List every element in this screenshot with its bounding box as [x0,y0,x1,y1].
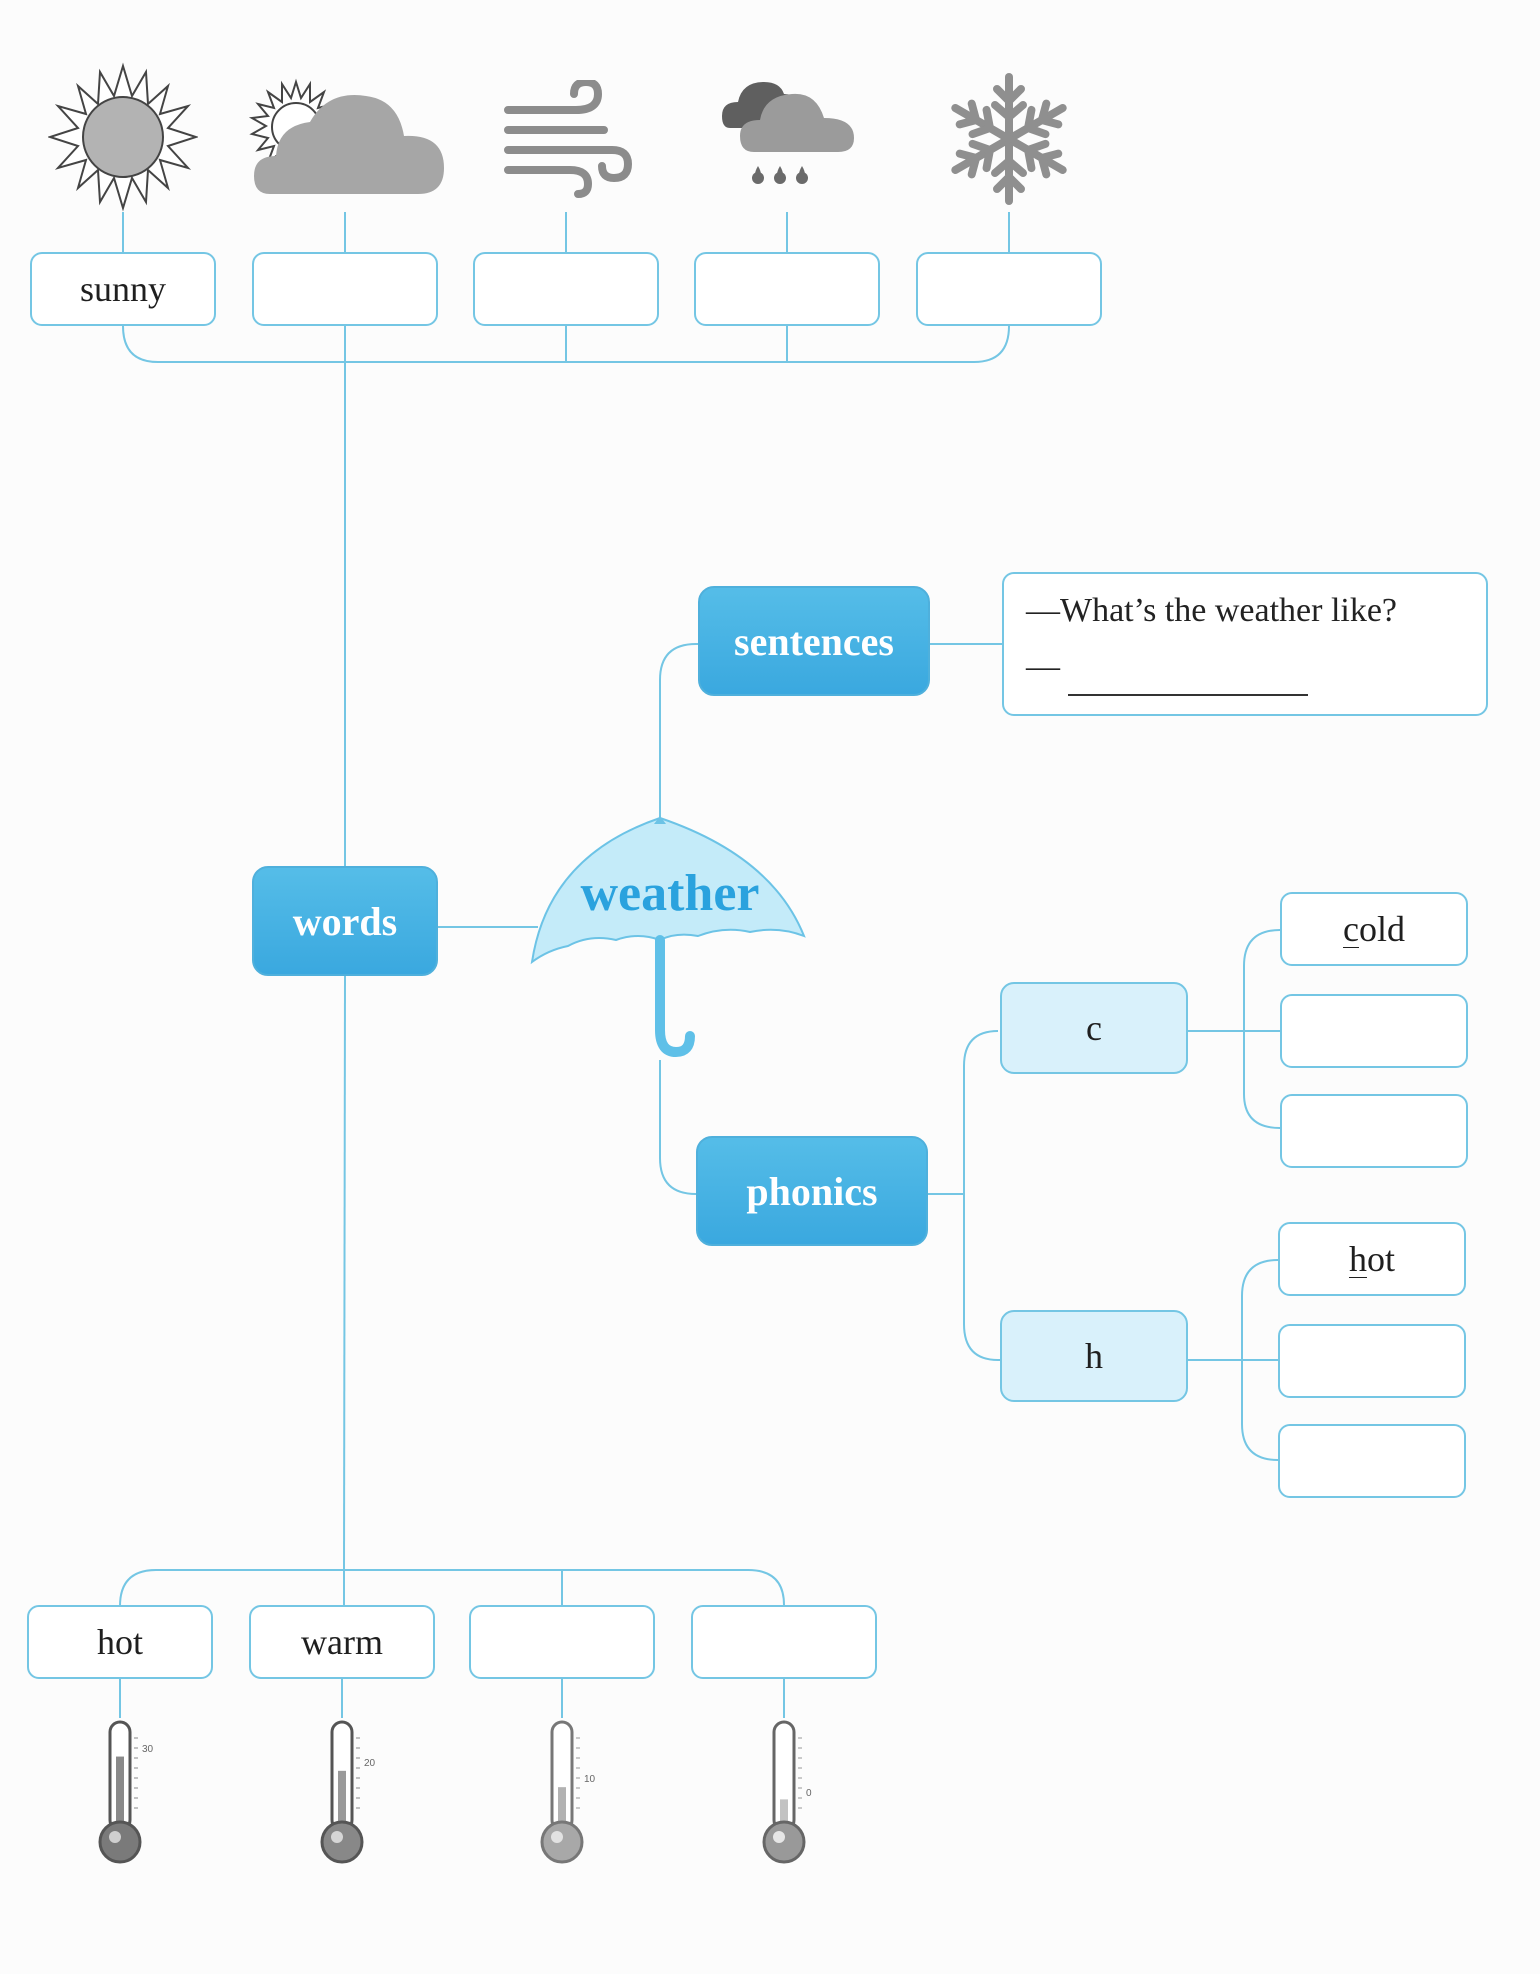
umbrella-icon [530,816,806,1058]
sentence-box: —What’s the weather like? — [1002,572,1488,716]
h-word-box-3[interactable] [1278,1424,1466,1498]
thermometer-level [116,1756,124,1830]
weather-word-box-windy[interactable] [473,252,659,326]
partly-cloudy-icon [248,78,444,194]
h-word-box-1[interactable]: hot [1278,1222,1466,1296]
initial-letter: h [1348,1239,1367,1279]
h-word-box-2[interactable] [1278,1324,1466,1398]
c-word-box-3[interactable] [1280,1094,1468,1168]
thermometer-reading: 20 [364,1758,376,1769]
sentence-question: —What’s the weather like? [1026,592,1398,629]
temp-word-label: hot [96,1622,143,1662]
thermometer-level [558,1787,566,1830]
weather-word-box-cloudy[interactable] [252,252,438,326]
thermometer-reading: 0 [806,1788,812,1799]
thermometer-level [338,1770,346,1830]
phonics-letter-label: h [1085,1336,1103,1376]
temp-word-box-4[interactable] [691,1605,877,1679]
initial-letter: c [1343,909,1359,949]
temp-word-box-3[interactable] [469,1605,655,1679]
thermometer-icon: 10 [540,1720,596,1864]
phonics-letter-c: c [1000,982,1188,1074]
rain-cloud-icon [722,82,854,184]
phonics-node-label: phonics [746,1168,878,1214]
c-word-label: cold [1343,908,1405,950]
word-rest: old [1358,909,1405,949]
weather-word-box-sunny[interactable]: sunny [30,252,216,326]
temp-word-label: warm [301,1622,383,1662]
c-word-box-2[interactable] [1280,994,1468,1068]
temp-word-box-hot[interactable]: hot [27,1605,213,1679]
snowflake-icon [946,73,1072,208]
word-rest: ot [1366,1239,1395,1279]
c-word-box-1[interactable]: cold [1280,892,1468,966]
words-node-label: words [292,898,398,944]
weather-word-label: sunny [79,269,166,309]
thermometer-reading: 10 [584,1774,596,1785]
thermometer-icon: 0 [762,1720,812,1864]
temp-word-box-warm[interactable]: warm [249,1605,435,1679]
thermometer-reading: 30 [142,1744,154,1755]
answer-blank[interactable] [1068,694,1308,696]
phonics-letter-label: c [1086,1008,1102,1048]
thermometer-level [780,1799,788,1830]
h-word-label: hot [1349,1238,1395,1280]
center-word: weather [580,865,760,922]
answer-dash: — [1026,648,1060,685]
weather-word-box-snowy[interactable] [916,252,1102,326]
wind-icon [504,80,632,198]
sentences-node-label: sentences [734,618,894,664]
words-node: words [252,866,438,976]
weather-word-box-rainy[interactable] [694,252,880,326]
sentences-node: sentences [698,586,930,696]
sun-icon [48,62,198,212]
phonics-node: phonics [696,1136,928,1246]
phonics-letter-h: h [1000,1310,1188,1402]
thermometer-icon: 20 [320,1720,376,1864]
thermometer-icon: 30 [98,1720,154,1864]
